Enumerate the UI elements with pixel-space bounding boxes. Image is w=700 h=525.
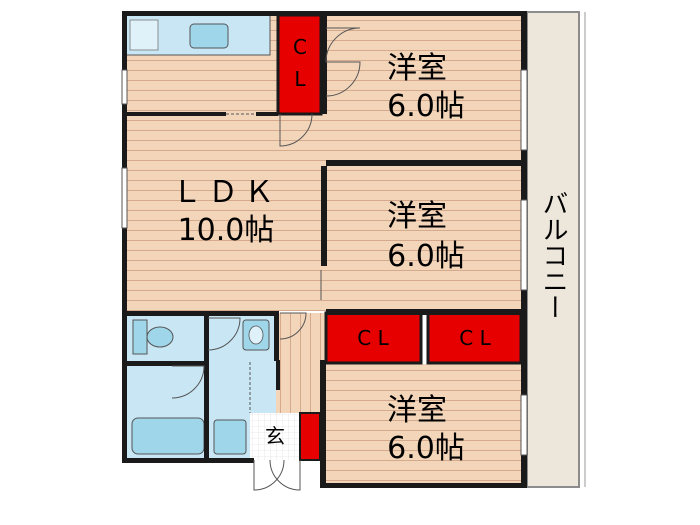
ldk-name: ＬＤＫ <box>172 175 280 210</box>
basin-bowl-icon <box>248 325 264 345</box>
hallway-floor-upper <box>278 313 326 360</box>
bathtub-icon <box>131 417 205 455</box>
entrance-label: 玄 <box>265 424 285 448</box>
toilet-bowl-icon <box>146 326 174 348</box>
toilet-tank-icon <box>132 319 148 355</box>
western-mid-size: 6.0帖 <box>387 239 465 274</box>
closet-top-label-c: C <box>293 35 307 59</box>
ldk-floor <box>126 114 326 311</box>
doors <box>171 27 361 491</box>
closet-middle-left <box>324 311 423 365</box>
windows <box>121 69 528 456</box>
western-top-floor <box>326 15 526 162</box>
washing-machine-icon <box>213 419 247 455</box>
closet-top <box>276 13 323 116</box>
ldk-size: 10.0帖 <box>178 213 275 248</box>
western-bottom-name: 洋室 <box>387 393 447 428</box>
western-top-name: 洋室 <box>387 51 447 86</box>
western-top-size: 6.0帖 <box>387 89 465 124</box>
entrance-floor <box>250 413 300 460</box>
kitchen-sink-icon <box>189 23 229 49</box>
western-bottom-size: 6.0帖 <box>387 431 465 466</box>
closet-middle-right-label: C L <box>459 326 491 350</box>
shoe-closet <box>299 412 321 461</box>
balcony-label: バルコニー <box>538 190 568 320</box>
western-mid-floor <box>326 166 526 311</box>
closet-top-label-l: L <box>294 67 306 91</box>
balcony <box>526 11 580 488</box>
western-mid-name: 洋室 <box>387 199 447 234</box>
western-bottom-floor <box>326 364 526 486</box>
stove-icon <box>129 19 159 51</box>
closet-middle-left-label: C L <box>357 326 389 350</box>
